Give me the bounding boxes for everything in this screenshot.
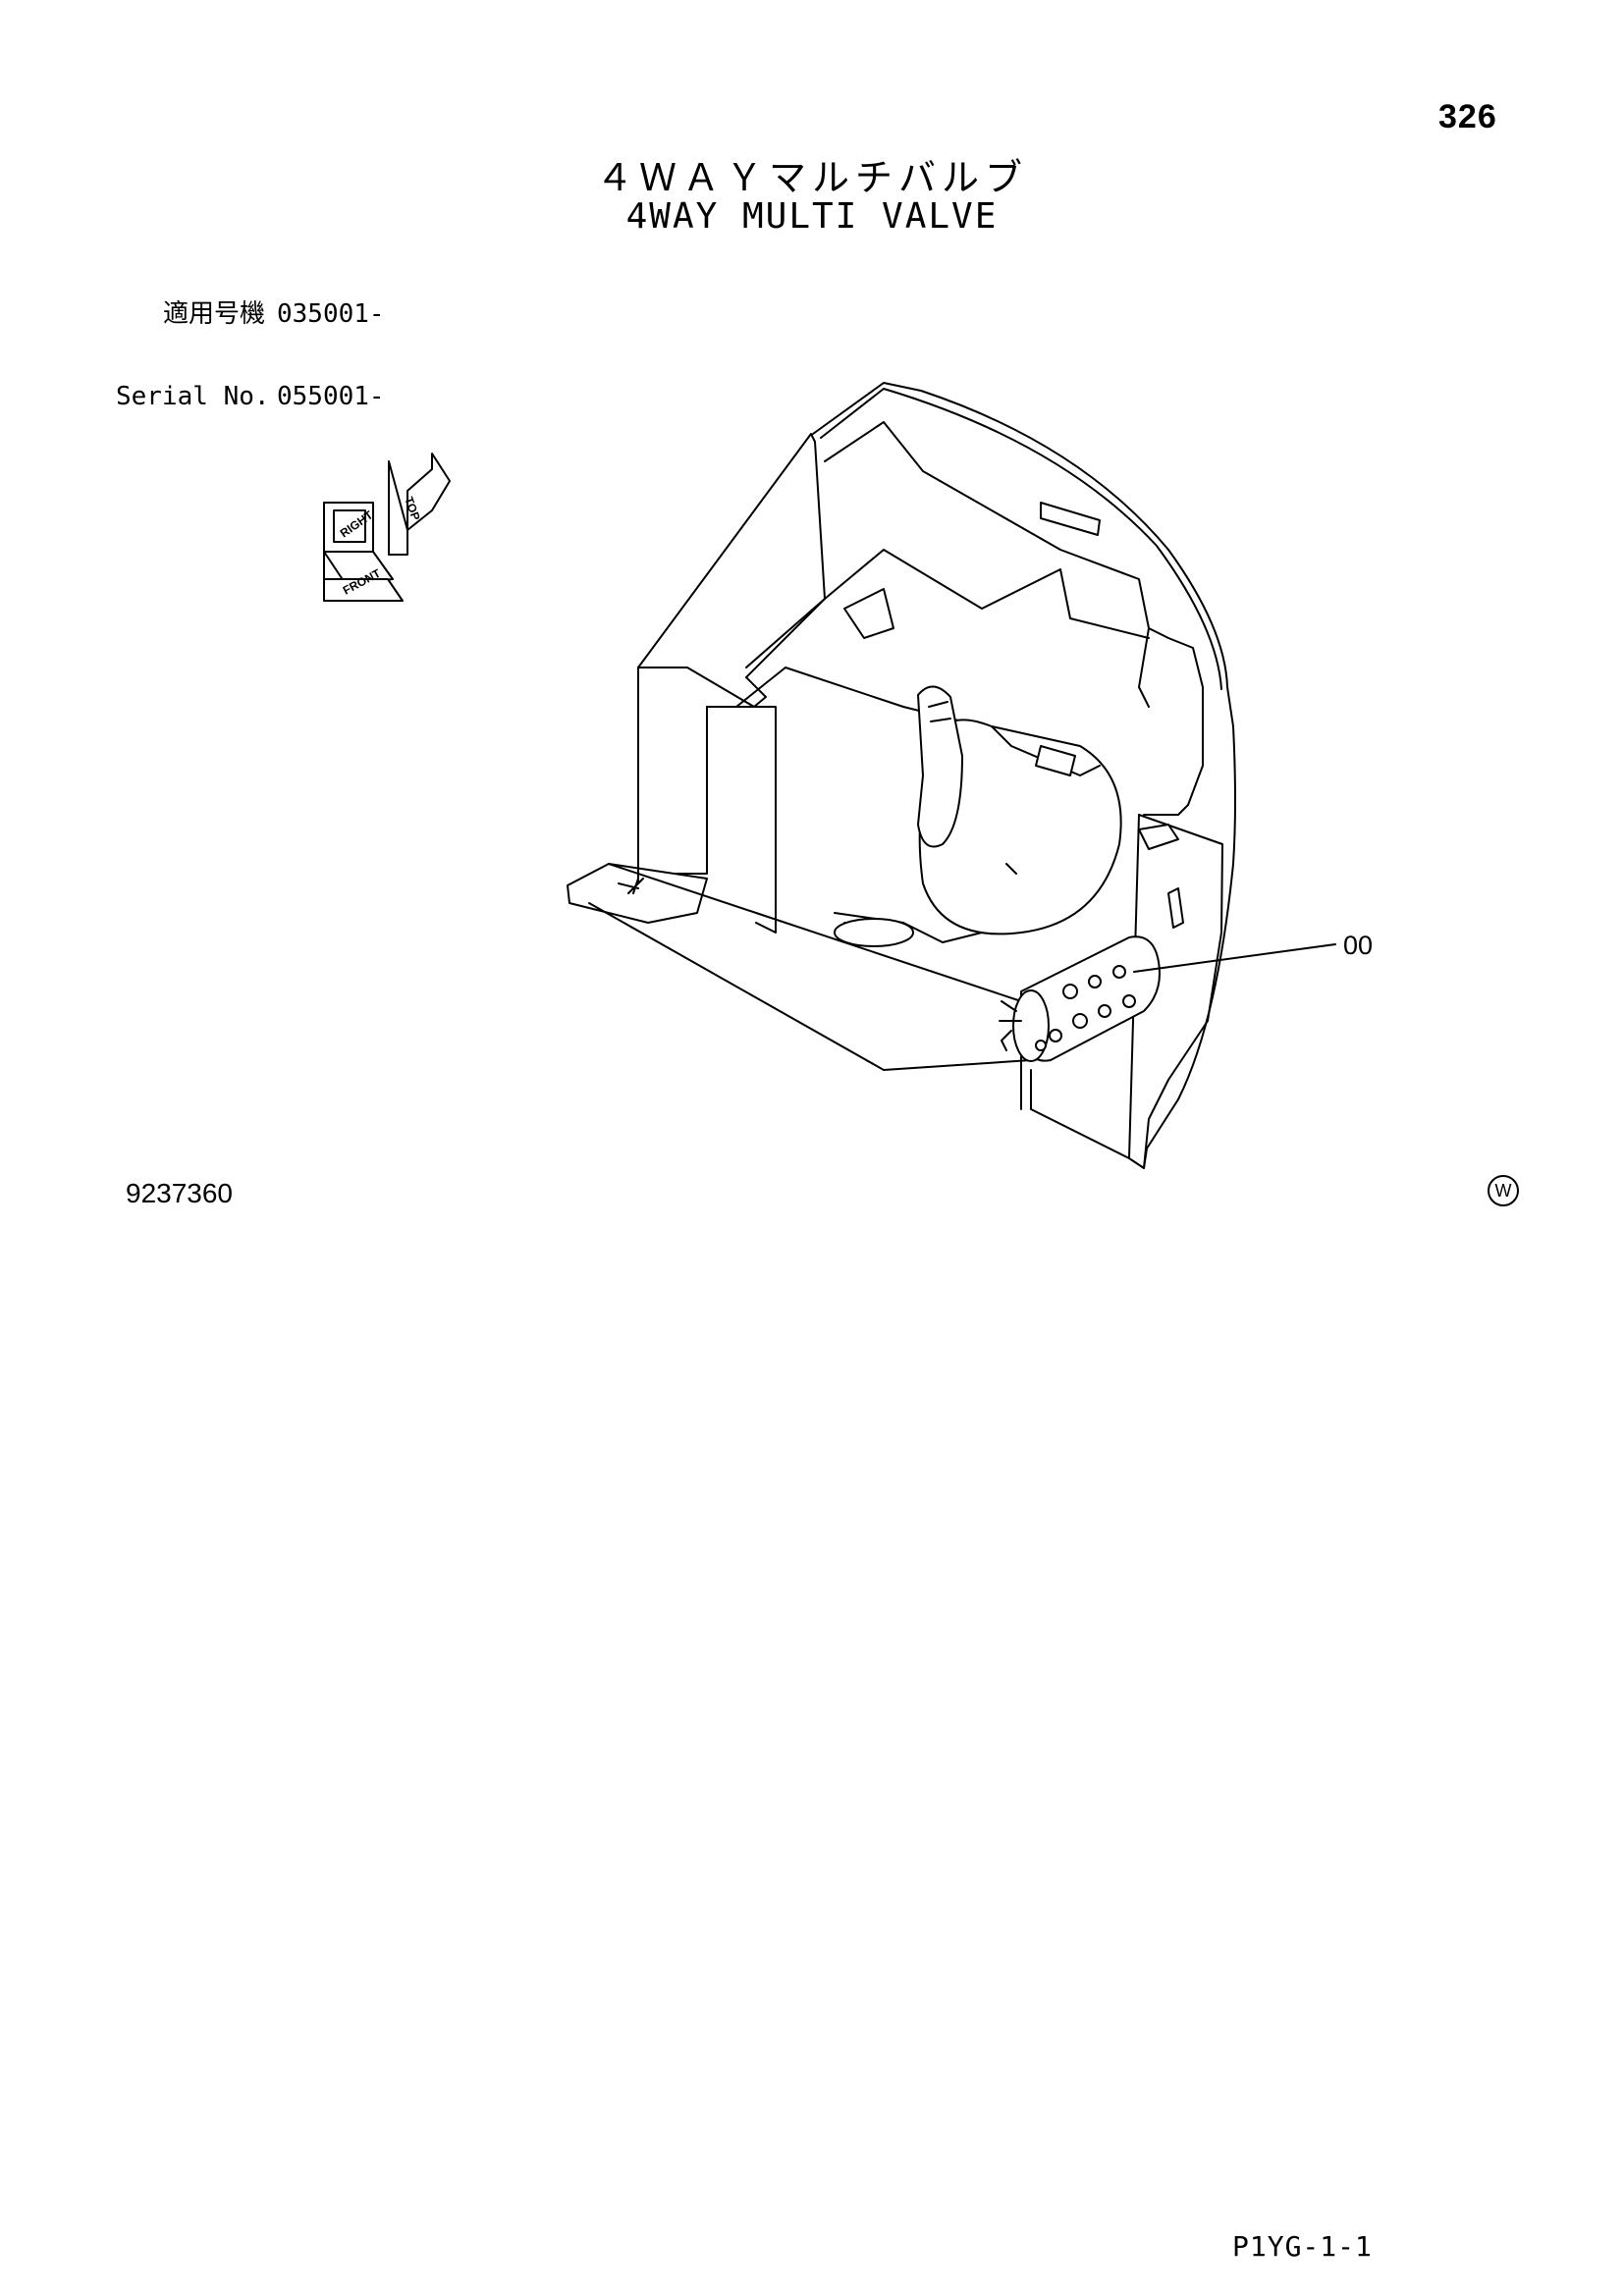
page-title-japanese: ４ＷＡＹマルチバルブ [595,156,1028,199]
page-number: 326 [1438,98,1497,135]
serial-value-english: 055001- [277,382,385,411]
w-mark-icon: W [1488,1175,1519,1206]
serial-row-english: Serial No.055001- [116,383,385,410]
serial-label-english: Serial No. [116,382,270,411]
callout-label: 00 [1343,931,1373,960]
serial-label-japanese: 適用号機 [162,299,265,329]
serial-applicability: 適用号機 035001- Serial No.055001- [116,245,385,438]
page-code: P1YG-1-1 [1232,2230,1373,2263]
multi-valve-part [999,935,1161,1062]
orientation-indicator-icon: TOP RIGHT FRONT [323,453,451,602]
page-title-english: 4WAY MULTI VALVE [625,196,999,237]
cab-interior-illustration: 00 [567,382,1373,1169]
drawing-number: 9237360 [126,1178,234,1208]
serial-value-japanese: 035001- [277,299,385,329]
serial-row-japanese: 適用号機 035001- [116,300,385,328]
